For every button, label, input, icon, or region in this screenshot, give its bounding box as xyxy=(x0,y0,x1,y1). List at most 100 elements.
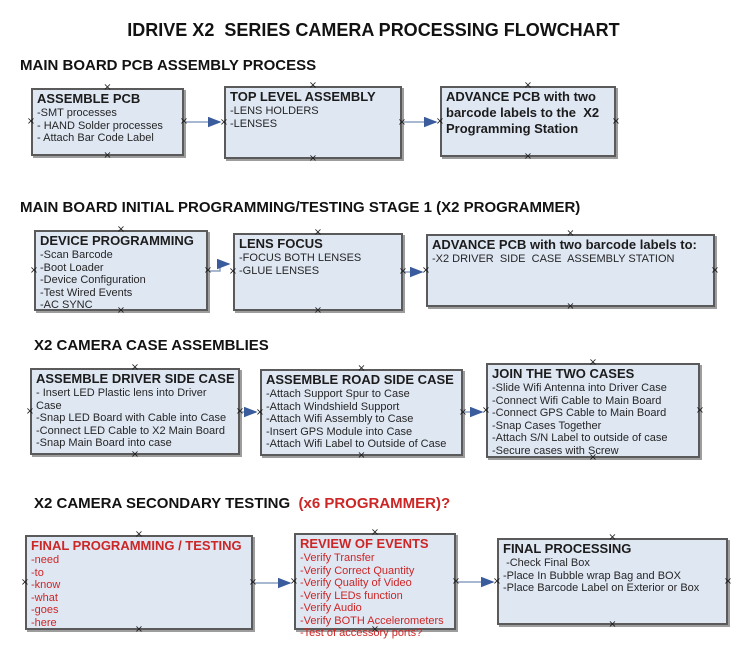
connection-point-x-icon: × xyxy=(695,404,705,416)
flow-box-top-level-assembly: TOP LEVEL ASSEMBLY-LENS HOLDERS-LENSES xyxy=(224,86,402,159)
connection-point-x-icon: × xyxy=(608,619,617,630)
flow-box-assemble-road-side-case: ASSEMBLE ROAD SIDE CASE-Attach Support S… xyxy=(260,369,463,456)
flow-box-item: -Attach Windshield Support xyxy=(266,400,400,413)
flow-box-item: -Place Barcode Label on Exterior or Box xyxy=(503,582,700,594)
flow-box-item: -Connect GPS Cable to Main Board xyxy=(492,407,667,419)
flow-box-item: -Scan Barcode xyxy=(40,249,113,261)
connection-point-x-icon: × xyxy=(116,305,126,316)
flow-box-item: -FOCUS BOTH LENSES xyxy=(239,252,362,264)
connection-point-x-icon: × xyxy=(116,224,126,235)
flow-box-item: -Verify Correct Quantity xyxy=(300,564,415,577)
flow-box-advance-pcb-to-driver-side-station: ADVANCE PCB with two barcode labels to:-… xyxy=(426,234,715,307)
section-heading-text: X2 CAMERA CASE ASSEMBLIES xyxy=(34,337,269,354)
flow-box-device-programming: DEVICE PROGRAMMING-Scan Barcode-Boot Loa… xyxy=(34,230,208,311)
connection-point-x-icon: × xyxy=(179,116,189,127)
connection-point-x-icon: × xyxy=(458,406,468,418)
flow-box-title: ASSEMBLE PCB xyxy=(37,91,141,106)
flow-box-item: -Secure cases with Screw xyxy=(492,444,619,457)
flow-box-item: -Connect Wifi Cable to Main Board xyxy=(492,394,662,407)
connection-point-x-icon: × xyxy=(611,115,621,127)
connection-point-x-icon: × xyxy=(26,116,36,127)
connection-point-x-icon: × xyxy=(723,575,733,587)
page-title: IDRIVE X2 SERIES CAMERA PROCESSING FLOWC… xyxy=(127,20,620,40)
flow-box-item: -SMT processes xyxy=(37,107,117,119)
flow-box-item: -X2 DRIVER SIDE CASE ASSEMBLY STATION xyxy=(432,253,675,265)
connection-point-x-icon: × xyxy=(25,405,35,417)
flow-box-item: -goes xyxy=(31,604,59,616)
connection-point-x-icon: × xyxy=(398,266,408,277)
connection-point-x-icon: × xyxy=(20,576,30,588)
flow-box-item: -Test of accessory ports? xyxy=(300,627,423,639)
flow-box-item: -to xyxy=(31,566,44,579)
flow-box-assemble-driver-side-case: ASSEMBLE DRIVER SIDE CASE- Insert LED Pl… xyxy=(30,368,240,455)
flow-box-item: -AC SYNC xyxy=(40,299,93,311)
section-heading-text: MAIN BOARD INITIAL PROGRAMMING/TESTING S… xyxy=(20,199,581,216)
connection-point-x-icon: × xyxy=(397,116,407,128)
flow-box-title: ASSEMBLE ROAD SIDE CASE xyxy=(266,372,454,387)
connection-point-x-icon: × xyxy=(566,301,575,312)
connection-point-x-icon: × xyxy=(130,449,140,460)
flow-box-item: -LENSES xyxy=(230,117,278,130)
flow-box-item: -Verify Audio xyxy=(300,602,362,614)
flow-box-title: FINAL PROCESSING xyxy=(503,541,632,556)
flow-box-item: - Attach Bar Code Label xyxy=(37,132,154,144)
flow-box-item: -Boot Loader xyxy=(40,261,104,274)
connection-point-x-icon: × xyxy=(421,264,431,276)
flow-box-lens-focus: LENS FOCUS-FOCUS BOTH LENSES-GLUE LENSES xyxy=(233,233,403,311)
connection-point-x-icon: × xyxy=(308,80,318,91)
flow-box-item: -Attach S/N Label to outside of case xyxy=(492,432,668,444)
connection-point-x-icon: × xyxy=(435,115,445,127)
connection-point-x-icon: × xyxy=(523,80,533,91)
flow-box-item: -need xyxy=(31,554,60,566)
connection-point-x-icon: × xyxy=(370,624,380,635)
connection-point-x-icon: × xyxy=(228,266,238,277)
connection-point-x-icon: × xyxy=(608,532,617,543)
flow-box-review-of-events: REVIEW OF EVENTS-Verify Transfer-Verify … xyxy=(294,533,456,639)
flow-box-title: ADVANCE PCB with two barcode labels to t… xyxy=(446,89,603,136)
flow-box-title: FINAL PROGRAMMING / TESTING xyxy=(31,538,242,553)
flow-box-item: -Snap LED Board with Cable into Case xyxy=(36,412,227,424)
connection-point-x-icon: × xyxy=(313,227,323,238)
section-heading: MAIN BOARD INITIAL PROGRAMMING/TESTING S… xyxy=(20,199,580,216)
flow-box-item: -Attach Wifi Label to Outside of Case xyxy=(266,438,447,450)
connection-point-x-icon: × xyxy=(313,305,323,316)
flow-box-title: DEVICE PROGRAMMING xyxy=(40,233,194,248)
section-heading: MAIN BOARD PCB ASSEMBLY PROCESS xyxy=(20,57,316,74)
flow-box-item: -Device Configuration xyxy=(40,274,146,286)
connection-point-x-icon: × xyxy=(103,82,112,93)
connection-point-x-icon: × xyxy=(357,450,366,461)
connection-point-x-icon: × xyxy=(710,264,720,276)
flow-box-item: -Insert GPS Module into Case xyxy=(266,425,413,438)
flow-box-final-programming-testing: FINAL PROGRAMMING / TESTING-need-to-know… xyxy=(25,535,253,630)
connection-point-x-icon: × xyxy=(134,529,144,540)
connection-point-x-icon: × xyxy=(235,405,245,417)
flow-box-advance-pcb-to-programming-station: ADVANCE PCB with two barcode labels to t… xyxy=(440,86,616,157)
flow-box-item: -Verify Transfer xyxy=(300,552,375,564)
connection-point-x-icon: × xyxy=(29,264,39,276)
flow-box-item: -GLUE LENSES xyxy=(239,264,320,277)
flow-box-item: -Slide Wifi Antenna into Driver Case xyxy=(492,382,667,394)
flow-box-join-the-two-cases: JOIN THE TWO CASES-Slide Wifi Antenna in… xyxy=(486,363,700,458)
flow-box-item: -know xyxy=(31,579,61,591)
connection-point-x-icon: × xyxy=(481,404,491,416)
flow-box-item: -here xyxy=(31,616,57,629)
section-heading-text: MAIN BOARD PCB ASSEMBLY PROCESS xyxy=(20,57,317,74)
connection-point-x-icon: × xyxy=(203,264,213,276)
flow-box-title: REVIEW OF EVENTS xyxy=(300,536,429,551)
connection-point-x-icon: × xyxy=(248,576,258,588)
flow-box-title: TOP LEVEL ASSEMBLY xyxy=(230,89,376,104)
flow-box-item: -Verify BOTH Accelerometers xyxy=(300,614,444,627)
flow-box-item: - Insert LED Plastic lens into Driver Ca… xyxy=(36,387,210,412)
flow-box-item: -Attach Wifi Assembly to Case xyxy=(266,413,414,425)
flow-box-item: -Check Final Box xyxy=(503,557,590,569)
flow-box-item: -Attach Support Spur to Case xyxy=(266,388,410,400)
connection-point-x-icon: × xyxy=(134,624,144,635)
flow-box-item: -Verify LEDs function xyxy=(300,589,403,602)
flow-box-item: -Verify Quality of Video xyxy=(300,577,412,589)
flow-box-item: -Snap Main Board into case xyxy=(36,437,172,449)
flow-box-item: -Snap Cases Together xyxy=(492,419,602,432)
connection-point-x-icon: × xyxy=(103,150,112,161)
connection-point-x-icon: × xyxy=(492,575,502,587)
connection-point-x-icon: × xyxy=(255,406,265,418)
